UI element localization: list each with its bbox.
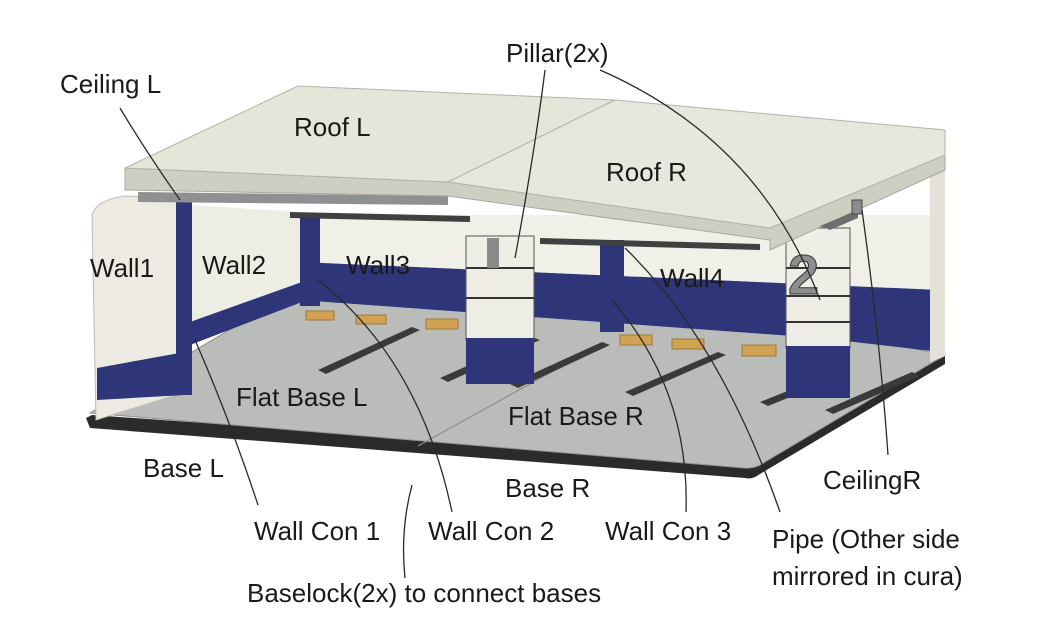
leader-ceiling-r — [861, 209, 889, 456]
label-ceiling-r: CeilingR — [823, 465, 921, 495]
pillar-left-slot — [487, 238, 499, 268]
label-base-l: Base L — [143, 453, 224, 483]
label-pillar: Pillar(2x) — [506, 38, 609, 68]
label-wall4: Wall4 — [660, 263, 724, 293]
leader-ceiling-l — [119, 107, 181, 201]
roof-r-panel — [446, 99, 946, 229]
label-flat-base-l: Flat Base L — [236, 382, 368, 412]
ceiling-l-underside — [138, 192, 448, 205]
wall-con-1-post — [176, 200, 192, 395]
pillar-left — [465, 235, 535, 384]
label-ceiling-l: Ceiling L — [60, 69, 161, 99]
leader-wall-con-3 — [611, 299, 687, 513]
leader-wall-con-2 — [317, 279, 453, 513]
label-flat-base-r: Flat Base R — [508, 401, 644, 431]
connector-block — [741, 344, 777, 357]
wall-con-3-post — [600, 240, 624, 332]
floor-slot — [318, 327, 420, 374]
ceiling-r-bracket — [820, 210, 858, 230]
label-pipe-line1: Pipe (Other side — [772, 524, 960, 554]
label-wall3: Wall3 — [346, 250, 410, 280]
ceiling-r-tab — [851, 199, 863, 215]
pillar-right: 2 — [785, 227, 851, 398]
ceiling-strip — [540, 238, 760, 250]
leader-wall-con-1 — [402, 484, 413, 579]
pillar-number-label: 2 — [788, 243, 819, 306]
base-slab — [86, 356, 945, 479]
label-wall-con-1: Wall Con 1 — [254, 516, 380, 546]
connector-block — [619, 334, 653, 346]
wall1-stripe — [97, 352, 185, 400]
label-wall1: Wall1 — [90, 253, 154, 283]
part-labels: Ceiling L Pillar(2x) Roof L Roof R Wall1… — [60, 38, 963, 608]
connector-block — [671, 338, 705, 350]
connector-block — [355, 314, 387, 325]
wall2-stripe — [190, 282, 302, 345]
leader-pipe — [624, 247, 781, 513]
label-wall-con-2: Wall Con 2 — [428, 516, 554, 546]
leader-base-l — [194, 339, 259, 506]
label-roof-l: Roof L — [294, 112, 371, 142]
floor-slot — [625, 352, 726, 396]
roof-assembly — [124, 85, 946, 251]
floor-slot — [825, 372, 920, 414]
leader-lines — [119, 69, 889, 579]
label-roof-r: Roof R — [606, 157, 687, 187]
leader-pillar-2 — [599, 69, 821, 301]
label-baselock: Baselock(2x) to connect bases — [247, 578, 601, 608]
label-wall2: Wall2 — [202, 250, 266, 280]
ceiling-strip — [290, 212, 470, 222]
connector-block — [305, 310, 335, 321]
label-pipe-line2: mirrored in cura) — [772, 561, 963, 591]
label-wall-con-3: Wall Con 3 — [605, 516, 731, 546]
connector-block — [425, 318, 459, 330]
wall-right-panel — [930, 160, 945, 362]
label-base-r: Base R — [505, 473, 590, 503]
wall-con-2-post — [300, 218, 320, 306]
leader-pillar-1 — [514, 69, 546, 259]
wall-connectors — [176, 200, 624, 395]
floor-slot — [510, 342, 610, 388]
